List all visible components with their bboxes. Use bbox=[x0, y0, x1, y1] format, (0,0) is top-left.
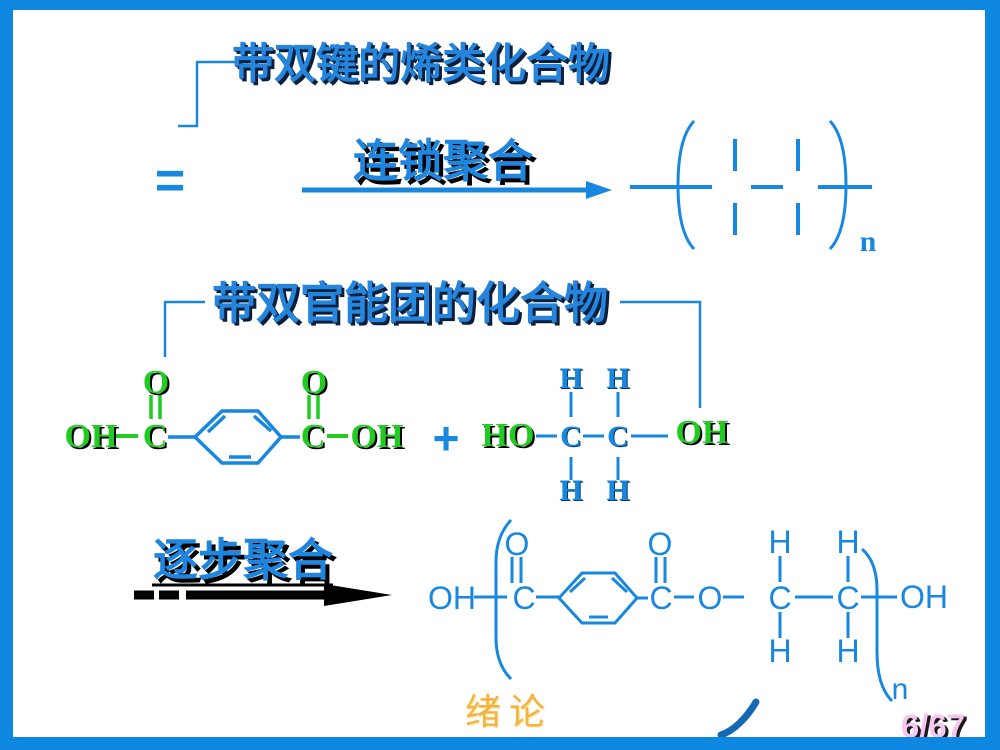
swoosh-decoration bbox=[717, 698, 760, 739]
ethylene-glycol-structure bbox=[536, 392, 668, 480]
hydrogen-label: H bbox=[836, 633, 860, 669]
hydrogen-label: H bbox=[606, 474, 630, 507]
vinyl-compounds-heading: 带双键的烯类化合物 bbox=[231, 40, 611, 87]
hydroxyl-label: HO bbox=[481, 417, 535, 454]
hydrogen-label: H bbox=[606, 362, 630, 395]
hydrogen-label: H bbox=[559, 474, 583, 507]
repeat-subscript-n: n bbox=[891, 673, 909, 706]
carbon-label: C bbox=[768, 580, 792, 616]
left-bracket bbox=[494, 518, 513, 681]
benzene-ring bbox=[556, 571, 639, 625]
hydroxyl-label: OH bbox=[428, 580, 476, 616]
polyester-product-structure bbox=[474, 518, 897, 703]
carbon-label: C bbox=[836, 580, 860, 616]
hydrogen-label: H bbox=[768, 633, 792, 669]
hydroxyl-label: OH bbox=[675, 414, 729, 451]
oxygen-label: O bbox=[504, 526, 530, 562]
equals-sign: = bbox=[154, 152, 186, 210]
frame-top bbox=[0, 0, 1000, 10]
benzene-ring bbox=[192, 409, 284, 465]
carbon-label: C bbox=[512, 580, 536, 616]
hydrogen-label: H bbox=[836, 524, 860, 560]
frame-right bbox=[985, 0, 1000, 750]
hydroxyl-label: OH bbox=[350, 418, 404, 455]
step-polymerization-label: 逐步聚合 bbox=[152, 534, 334, 586]
vinyl-heading-bracket bbox=[178, 60, 248, 128]
right-bracket bbox=[860, 547, 894, 703]
oxygen-label: O bbox=[300, 364, 328, 401]
plus-sign: + bbox=[432, 412, 460, 464]
hydroxyl-label: OH bbox=[900, 579, 948, 615]
chain-polymerization-label: 连锁聚合 bbox=[352, 135, 534, 187]
repeat-subscript-n: n bbox=[859, 225, 877, 258]
oxygen-label: O bbox=[697, 580, 723, 616]
frame-bottom bbox=[0, 737, 1000, 750]
oxygen-label: O bbox=[142, 364, 170, 401]
hydroxyl-label: OH bbox=[64, 418, 118, 455]
frame-left bbox=[0, 0, 13, 750]
terephthalic-acid-structure bbox=[115, 395, 348, 465]
chain-arrow-icon bbox=[302, 181, 612, 199]
carbon-label: C bbox=[560, 420, 582, 453]
section-footer: 绪论 bbox=[464, 691, 554, 732]
carbon-label: C bbox=[300, 418, 326, 455]
difunctional-heading-brackets bbox=[163, 300, 702, 408]
carbon-label: C bbox=[607, 420, 629, 453]
carbon-label: C bbox=[649, 580, 673, 616]
oxygen-label: O bbox=[647, 526, 673, 562]
hydrogen-label: H bbox=[768, 524, 792, 560]
left-bracket bbox=[676, 119, 696, 251]
difunctional-compounds-heading: 带双官能团的化合物 bbox=[212, 279, 608, 328]
hydrogen-label: H bbox=[559, 362, 583, 395]
step-arrow-icon bbox=[134, 583, 392, 606]
vinyl-repeat-unit-structure bbox=[630, 119, 872, 251]
carbon-label: C bbox=[142, 418, 168, 455]
